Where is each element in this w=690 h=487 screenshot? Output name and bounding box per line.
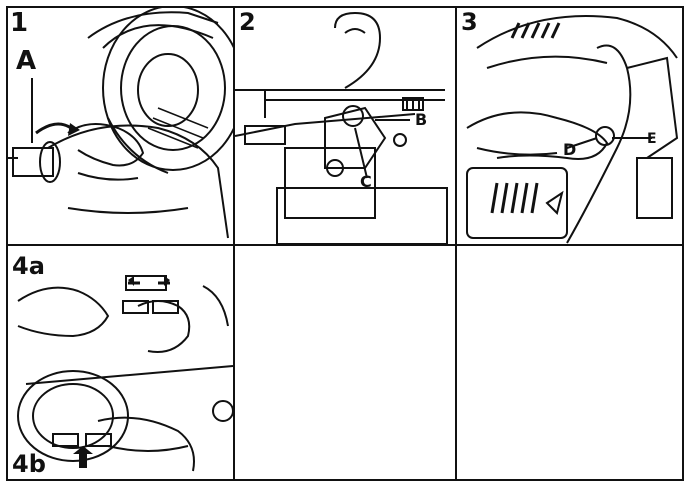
grid-border-top — [6, 6, 684, 8]
panel-3: 3 D E — [457, 8, 682, 244]
callout-b: B — [415, 110, 428, 129]
grid-border-right — [682, 6, 684, 481]
callout-e: E — [647, 131, 657, 147]
step-number-b: 4b — [12, 450, 46, 478]
illustration-bracket-screws — [235, 11, 448, 244]
callout-c: C — [360, 172, 372, 191]
grid-divider-vertical-2 — [455, 6, 457, 481]
grid-border-bottom — [6, 479, 684, 481]
illustration-pins-insert — [17, 275, 233, 472]
panel-6-empty — [457, 246, 682, 479]
step-number: 3 — [461, 8, 478, 36]
step-number: 2 — [239, 8, 256, 36]
callout-d: D — [563, 140, 577, 159]
illustration-cable-adjust — [466, 15, 679, 244]
grid-border-left — [6, 6, 8, 481]
step-number-a: 4a — [12, 252, 45, 280]
illustration-grinder-wheel-turn — [8, 8, 233, 239]
panel-2: 2 B C — [235, 8, 455, 244]
step-number: 1 — [10, 8, 29, 38]
panel-5-empty — [235, 246, 455, 479]
panel-1: 1 A — [8, 8, 233, 244]
callout-a: A — [16, 46, 37, 76]
grid-divider-vertical-1 — [233, 6, 235, 481]
panel-4: 4a 4b — [8, 246, 233, 479]
grid-divider-horizontal — [6, 244, 684, 246]
